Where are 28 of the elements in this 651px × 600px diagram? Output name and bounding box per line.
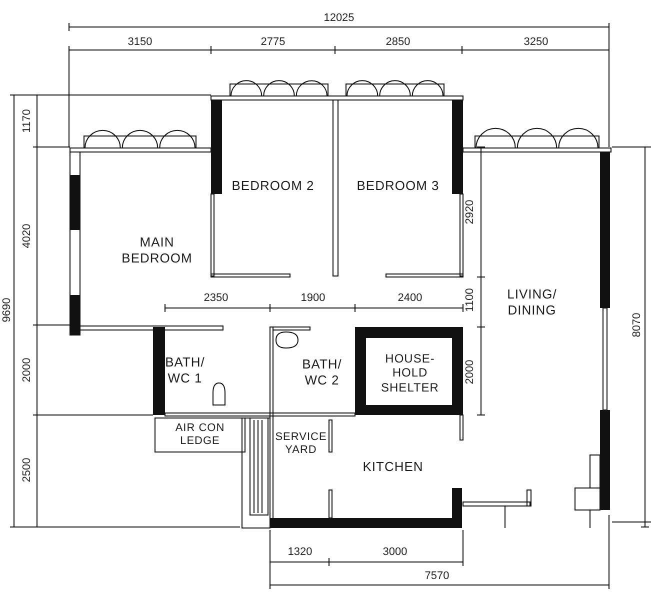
room-label: BATH/ WC 1 — [161, 354, 209, 386]
room-label: BATH/ WC 2 — [298, 356, 346, 388]
dimension-label: 2400 — [398, 292, 422, 304]
dimension-label: 2350 — [204, 292, 228, 304]
dimension-label: 2775 — [260, 36, 286, 48]
dimension-label: 3150 — [128, 36, 152, 48]
room-label: LIVING/ DINING — [500, 286, 564, 318]
room-label: SERVICE YARD — [271, 430, 331, 458]
dimension-label: 1170 — [21, 109, 33, 133]
room-label: BEDROOM 2 — [228, 178, 318, 194]
dimension-label: 3000 — [382, 546, 408, 558]
dimension-label: 7570 — [424, 570, 450, 582]
dimension-label: 2000 — [464, 360, 476, 384]
dimension-label: 12025 — [324, 12, 354, 24]
dimension-label: 2500 — [21, 458, 33, 482]
dimension-label: 1320 — [288, 546, 312, 558]
dimension-label: 1100 — [464, 288, 476, 312]
dimension-label: 2850 — [386, 36, 410, 48]
dimension-label: 2000 — [21, 358, 33, 382]
room-label: MAIN BEDROOM — [117, 234, 197, 266]
dimension-label: 1900 — [300, 292, 326, 304]
dimension-label: 8070 — [631, 312, 643, 338]
dimension-label: 9690 — [1, 298, 13, 322]
dimension-label: 3250 — [524, 36, 548, 48]
dimension-label: 4020 — [21, 224, 33, 248]
dimension-label: 2920 — [464, 200, 476, 224]
room-label: KITCHEN — [353, 459, 433, 475]
room-label: BEDROOM 3 — [353, 178, 443, 194]
